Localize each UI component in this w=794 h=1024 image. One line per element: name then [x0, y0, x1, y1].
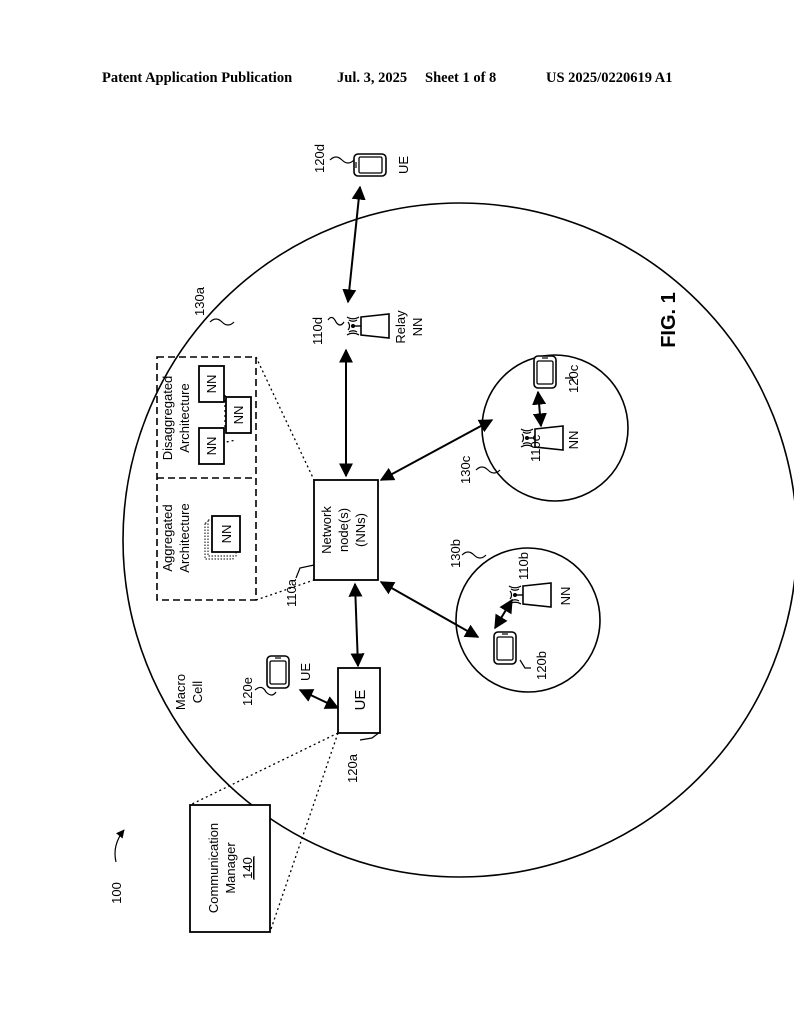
ue-a-box	[337, 667, 381, 734]
figure-ref: 100	[109, 882, 124, 904]
disaggregated-nn-2-label: NN	[204, 375, 219, 394]
macro-cell-ref-leader	[209, 318, 235, 326]
cell-b-nn-tower	[508, 582, 552, 608]
communication-manager-box	[189, 804, 271, 933]
ue-d-label: UE	[396, 156, 411, 174]
cell-c-nn-label: NN	[566, 431, 581, 450]
network-node-ref-leader	[295, 564, 315, 579]
cm-zoom-line-bottom	[269, 732, 339, 933]
cell-b-ue-ref-leader	[519, 659, 531, 669]
page-header: Patent Application Publication Jul. 3, 2…	[102, 70, 673, 86]
aggregated-nn-stack: NN	[204, 515, 241, 560]
ue-e-ref: 120e	[240, 677, 255, 706]
disaggregated-nn-1-label: NN	[204, 437, 219, 456]
zoom-line-top	[255, 356, 315, 481]
comm-manager-label-2: Manager	[223, 842, 238, 894]
link-relay-ue-d	[342, 185, 366, 304]
relay-ref-leader	[327, 316, 345, 326]
network-node-box	[313, 479, 379, 581]
aggregated-nn-label: NN	[219, 525, 234, 544]
ue-d-phone	[353, 153, 387, 177]
cell-b-circle	[455, 547, 601, 693]
macro-cell-circle	[122, 202, 794, 878]
disaggregated-nn-group: NN NN NN	[198, 365, 252, 465]
ue-e-label: UE	[298, 663, 313, 681]
cell-b-ue-phone	[493, 631, 517, 665]
header-date: Jul. 3, 2025	[337, 70, 407, 86]
macro-cell-label-2: Cell	[190, 681, 205, 704]
link-ue-a-ue-e	[298, 689, 340, 709]
aggregated-label-1: Aggregated	[160, 504, 175, 571]
disaggregated-label-1: Disaggregated	[160, 376, 175, 461]
macro-cell-label-1: Macro	[173, 674, 188, 710]
network-node-label-1: Network	[319, 506, 334, 554]
cell-c-ue-ref: 120c	[566, 364, 581, 393]
link-cell-b-nn-ue	[494, 598, 513, 630]
cell-b-nn-ref: 110b	[516, 552, 531, 580]
disaggregated-label-2: Architecture	[177, 383, 192, 452]
header-sheet: Sheet 1 of 8	[425, 70, 496, 86]
ue-a-label: UE	[352, 690, 369, 711]
ue-a-ref: 120a	[345, 753, 360, 783]
cell-b-ue-ref: 120b	[534, 651, 549, 680]
disaggregated-nn-3-label: NN	[231, 406, 246, 425]
zoom-line-bottom	[255, 579, 315, 601]
disaggregated-nn-3	[225, 396, 252, 434]
cell-c-ref: 130c	[458, 455, 473, 484]
cell-b-ref: 130b	[448, 539, 463, 568]
link-cell-c-nn-ue	[532, 390, 547, 428]
cell-c-ue-phone	[533, 355, 557, 389]
relay-label-1: Relay	[393, 310, 408, 344]
cell-c-ref-leader	[475, 466, 501, 474]
ue-d-ref-leader	[329, 156, 355, 164]
comm-manager-label-1: Communication	[206, 823, 221, 913]
cell-c-circle	[481, 354, 629, 502]
header-publication-type: Patent Application Publication	[102, 70, 292, 86]
aggregated-label-2: Architecture	[177, 503, 192, 572]
link-nn-cell-b	[379, 581, 480, 638]
link-nn-ue-a	[348, 582, 365, 668]
cell-c-ue-ref-leader	[565, 377, 575, 383]
ue-e-phone	[266, 655, 290, 689]
header-publication-number: US 2025/0220619 A1	[546, 70, 673, 86]
network-node-label-3: (NNs)	[353, 513, 368, 547]
comm-manager-ref: 140	[240, 857, 255, 879]
relay-label-2: NN	[410, 318, 425, 337]
cell-b-nn-label: NN	[558, 587, 573, 606]
macro-cell-ref: 130a	[192, 286, 207, 316]
cell-b-ref-leader	[461, 551, 487, 559]
link-nn-cell-c	[379, 419, 494, 481]
relay-nn-tower	[346, 313, 390, 339]
figure-ref-arrow	[114, 829, 125, 863]
cell-c-nn-ref: 110c	[528, 434, 543, 462]
network-node-ref: 110a	[284, 578, 299, 607]
ue-d-ref: 120d	[312, 144, 327, 173]
disaggregated-nn-1	[198, 427, 225, 465]
disaggregated-nn-2	[198, 365, 225, 403]
ue-a-ref-leader	[359, 731, 381, 741]
figure-label: FIG. 1	[658, 292, 680, 348]
relay-ref: 110d	[310, 317, 325, 345]
ue-e-ref-leader	[254, 686, 277, 696]
network-node-label-2: node(s)	[336, 508, 351, 552]
